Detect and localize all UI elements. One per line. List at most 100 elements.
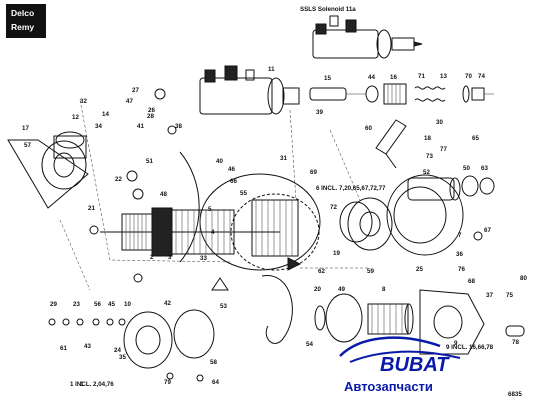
- callout-56: 56: [94, 301, 101, 308]
- callout-49: 49: [338, 286, 345, 293]
- callout-72: 72: [330, 204, 337, 211]
- callout-78: 78: [512, 339, 519, 346]
- callout-55: 55: [240, 190, 247, 197]
- callout-46: 46: [228, 166, 235, 173]
- logo-line1: Delco: [11, 8, 34, 18]
- callout-2: 2: [150, 254, 154, 261]
- watermark-text: Автозапчасти: [344, 379, 433, 394]
- callout-1: 1: [80, 381, 84, 388]
- plunger-row: [309, 83, 494, 105]
- callout-50: 50: [463, 165, 470, 172]
- note-1: 1 INCL. 2,04,76: [70, 381, 114, 388]
- callout-61: 61: [60, 345, 67, 352]
- callout-39: 39: [316, 109, 323, 116]
- callout-73: 73: [426, 153, 433, 160]
- watermark: BUBAT Автозапчасти: [339, 336, 461, 394]
- callout-4: 4: [211, 229, 215, 236]
- callout-31: 31: [280, 155, 287, 162]
- callout-65: 65: [472, 135, 479, 142]
- callout-71: 71: [418, 73, 425, 80]
- callout-60: 60: [365, 125, 372, 132]
- drive-assembly: [314, 293, 414, 343]
- callout-43: 43: [84, 343, 91, 350]
- callout-52: 52: [423, 169, 430, 176]
- callout-9: 9: [454, 340, 458, 347]
- callout-23: 23: [73, 301, 80, 308]
- callout-37: 37: [486, 292, 493, 299]
- callout-44: 44: [368, 74, 375, 81]
- callout-40: 40: [216, 158, 223, 165]
- callout-28: 28: [147, 113, 154, 120]
- callouts: 11 15 44 16 71 13 70 74 32 47 27 12 34 1…: [22, 66, 527, 388]
- callout-15: 15: [324, 75, 331, 82]
- callout-70: 70: [465, 73, 472, 80]
- callout-13: 13: [440, 73, 447, 80]
- callout-74: 74: [478, 73, 485, 80]
- callout-5: 5: [208, 206, 212, 213]
- ssls-solenoid: [312, 15, 423, 59]
- callout-63: 63: [481, 165, 488, 172]
- callout-54: 54: [306, 341, 313, 348]
- callout-20: 20: [314, 286, 321, 293]
- callout-8: 8: [382, 286, 386, 293]
- hardware-bits: [48, 88, 483, 382]
- callout-47: 47: [126, 98, 133, 105]
- armature: [100, 207, 280, 257]
- callout-14: 14: [102, 111, 109, 118]
- callout-38: 38: [175, 123, 182, 130]
- callout-32: 32: [80, 98, 87, 105]
- callout-68: 68: [468, 278, 475, 285]
- nose-housing: [419, 289, 525, 355]
- callout-33: 33: [200, 255, 207, 262]
- callout-10: 10: [124, 301, 131, 308]
- callout-16: 16: [390, 74, 397, 81]
- end-plate: [123, 201, 373, 369]
- field-frame: [179, 151, 321, 271]
- callout-76: 76: [458, 266, 465, 273]
- callout-77: 77: [440, 146, 447, 153]
- callout-22: 22: [115, 176, 122, 183]
- callout-75: 75: [506, 292, 513, 299]
- callout-24: 24: [114, 347, 121, 354]
- callout-7: 7: [458, 232, 462, 239]
- callout-36: 36: [456, 251, 463, 258]
- commutator-end-frame: [7, 131, 89, 209]
- callout-62: 62: [318, 268, 325, 275]
- spring-clip: [261, 275, 293, 344]
- callout-59: 59: [367, 268, 374, 275]
- delco-remy-logo: Delco Remy: [6, 4, 46, 38]
- callout-80: 80: [520, 275, 527, 282]
- shift-lever: [375, 119, 407, 169]
- callout-25: 25: [416, 266, 423, 273]
- callout-67: 67: [484, 227, 491, 234]
- solenoid-11: [199, 65, 300, 115]
- callout-57: 57: [24, 142, 31, 149]
- callout-26: 26: [148, 107, 155, 114]
- callout-35: 35: [119, 354, 126, 361]
- callout-21: 21: [88, 205, 95, 212]
- callout-27: 27: [132, 87, 139, 94]
- note-6: 6 INCL. 7,20,65,67,72,77: [316, 185, 386, 192]
- callout-66: 66: [230, 178, 237, 185]
- callout-29: 29: [50, 301, 57, 308]
- callout-12: 12: [72, 114, 79, 121]
- callout-34: 34: [95, 123, 102, 130]
- callout-53: 53: [220, 303, 227, 310]
- callout-79: 79: [164, 379, 171, 386]
- solenoid-title: SSLS Solenoid 11a: [300, 6, 356, 13]
- callout-3: 3: [168, 254, 172, 261]
- callout-48: 48: [160, 191, 167, 198]
- callout-69: 69: [310, 169, 317, 176]
- callout-19: 19: [333, 250, 340, 257]
- arrows: [211, 257, 302, 291]
- callout-18: 18: [424, 135, 431, 142]
- callout-41: 41: [137, 123, 144, 130]
- callout-17: 17: [22, 125, 29, 132]
- callout-51: 51: [146, 158, 153, 165]
- watermark-logo: BUBAT: [380, 354, 450, 376]
- callout-42: 42: [164, 300, 171, 307]
- plate-number: 6835: [508, 391, 522, 398]
- callout-58: 58: [210, 359, 217, 366]
